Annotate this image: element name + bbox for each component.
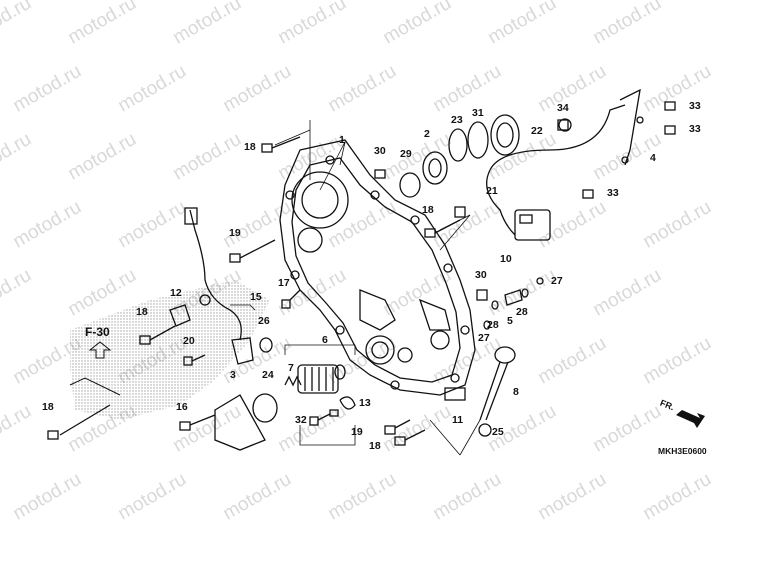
part-label: 16 <box>176 401 188 413</box>
seal-group <box>374 114 520 218</box>
part-label: 12 <box>170 287 182 299</box>
part-label: 24 <box>262 369 274 381</box>
part-label: 1 <box>339 134 345 146</box>
part-label: 10 <box>500 253 512 265</box>
part-label: 2 <box>424 128 430 140</box>
part-label: 32 <box>295 414 307 426</box>
part-label: 27 <box>551 275 563 287</box>
part-label: 11 <box>452 414 464 426</box>
part-label: 20 <box>183 335 195 347</box>
part-label: 25 <box>492 426 504 438</box>
part-label: 5 <box>507 315 513 327</box>
right-small-parts <box>476 277 544 330</box>
part-label: 23 <box>451 114 463 126</box>
part-label: 26 <box>258 315 270 327</box>
plate-11 <box>444 387 466 401</box>
ref-arrow <box>69 341 121 396</box>
part-label: 19 <box>351 426 363 438</box>
oil-filter-7 <box>284 364 356 417</box>
part-label: 7 <box>288 362 294 374</box>
front-arrow-icon <box>676 410 705 428</box>
part-label: 33 <box>607 187 619 199</box>
part-label: 19 <box>229 227 241 239</box>
part-label: 18 <box>244 141 256 153</box>
part-label: 17 <box>278 277 290 289</box>
part-label: 30 <box>374 145 386 157</box>
part-label: 29 <box>400 148 412 160</box>
part-label: 18 <box>422 204 434 216</box>
part-label: 28 <box>516 306 528 318</box>
part-label: 33 <box>689 100 701 112</box>
cover-3 <box>214 394 266 451</box>
rear-cover <box>279 139 476 396</box>
part-label: 28 <box>487 319 499 331</box>
dipstick-8 <box>478 346 516 437</box>
bolts <box>47 136 461 446</box>
part-label: 3 <box>230 369 236 381</box>
part-label: 30 <box>475 269 487 281</box>
clip-34 <box>557 119 569 131</box>
part-label: 4 <box>650 152 656 164</box>
part-label: 33 <box>689 123 701 135</box>
diagram-code: MKH3E0600 <box>658 446 707 456</box>
oring-24 <box>252 393 278 423</box>
part-label: 27 <box>478 332 490 344</box>
part-label: 31 <box>472 107 484 119</box>
part-label: 22 <box>531 125 543 137</box>
reference-label: F-30 <box>85 325 110 339</box>
part-label: 18 <box>42 401 54 413</box>
part-label: 34 <box>557 102 569 114</box>
bolts-33 <box>582 101 676 199</box>
part-label: 21 <box>486 185 498 197</box>
part-label: 15 <box>250 291 262 303</box>
harness-10 <box>486 88 644 241</box>
part-label: 6 <box>322 334 328 346</box>
part-label: 13 <box>359 397 371 409</box>
part-label: 8 <box>513 386 519 398</box>
part-label: 18 <box>369 440 381 452</box>
part-label: 18 <box>136 306 148 318</box>
sensor-15 <box>169 207 273 365</box>
engine-reference-shade <box>70 280 270 420</box>
